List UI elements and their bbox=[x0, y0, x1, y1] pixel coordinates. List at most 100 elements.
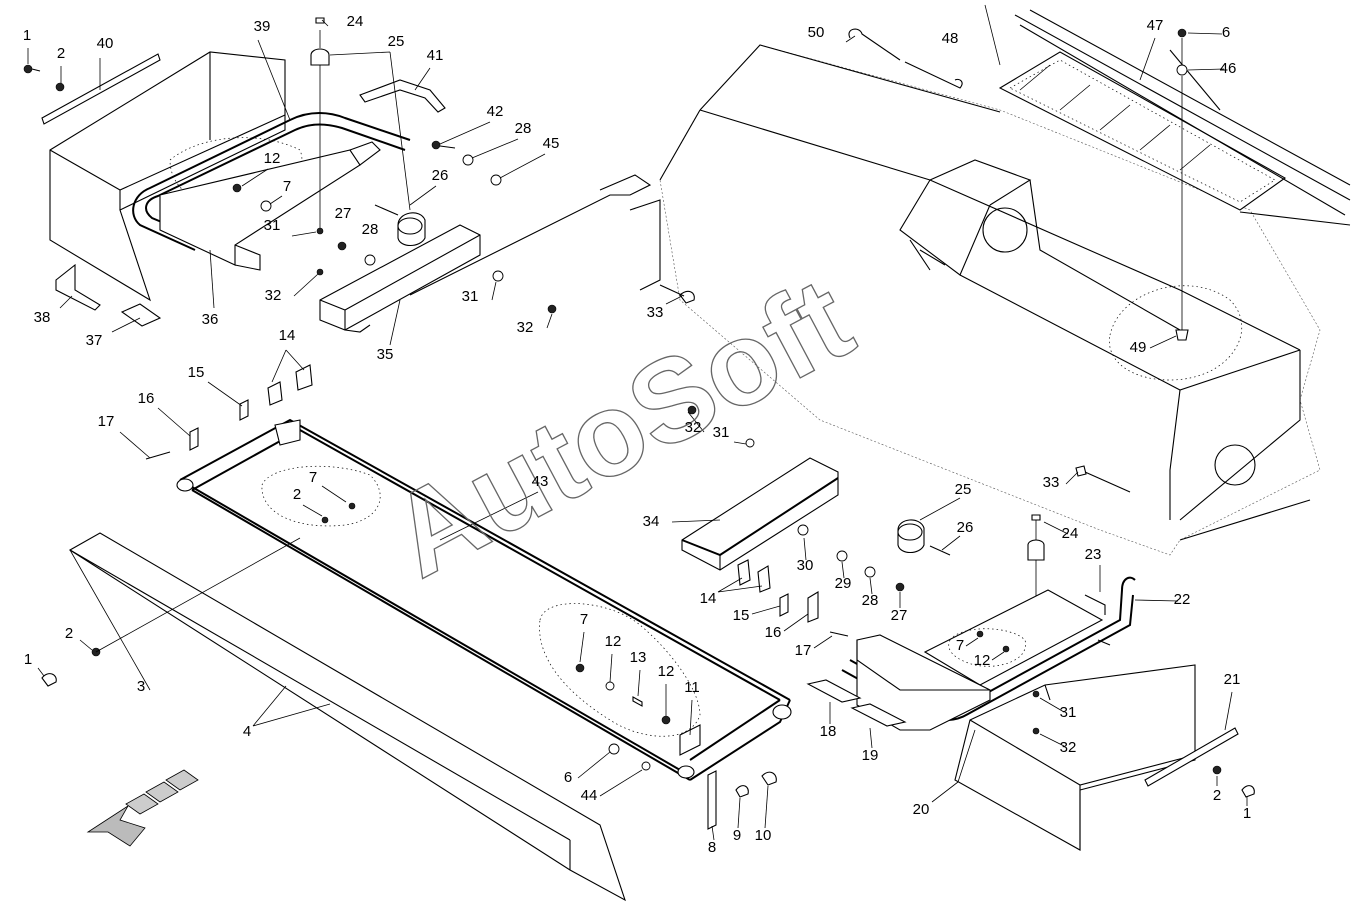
callout-c6b: 6 bbox=[564, 769, 572, 786]
callout-c42: 42 bbox=[487, 103, 504, 120]
callout-c39: 39 bbox=[254, 18, 271, 35]
callout-c14a: 14 bbox=[279, 327, 296, 344]
callout-c25a: 25 bbox=[388, 33, 405, 50]
hardware-right-lower bbox=[976, 630, 1255, 798]
callout-c47: 47 bbox=[1147, 17, 1164, 34]
callout-c28c: 28 bbox=[862, 592, 879, 609]
callout-c44: 44 bbox=[581, 787, 598, 804]
clamp-14-top bbox=[145, 364, 313, 460]
callout-c12c: 12 bbox=[605, 633, 622, 650]
callout-c27b: 27 bbox=[891, 607, 908, 624]
callout-c29: 29 bbox=[835, 575, 852, 592]
callout-c7b: 7 bbox=[309, 469, 317, 486]
callout-c30: 30 bbox=[797, 557, 814, 574]
callout-c38: 38 bbox=[34, 309, 51, 326]
screen-grille-48 bbox=[998, 9, 1351, 226]
bracket-35 bbox=[319, 224, 481, 333]
callout-c40: 40 bbox=[97, 35, 114, 52]
callout-c1b: 1 bbox=[24, 651, 32, 668]
tube-frame-right bbox=[841, 576, 1136, 731]
bracket-41 bbox=[359, 79, 446, 113]
bracket-19 bbox=[850, 703, 907, 727]
callout-c7d: 7 bbox=[580, 611, 588, 628]
callout-c41: 41 bbox=[427, 47, 444, 64]
callout-c35: 35 bbox=[377, 346, 394, 363]
callout-c27a: 27 bbox=[335, 205, 352, 222]
callout-c26b: 26 bbox=[957, 519, 974, 536]
callout-c16a: 16 bbox=[138, 390, 155, 407]
callout-c2c: 2 bbox=[65, 625, 73, 642]
callout-c10: 10 bbox=[755, 827, 772, 844]
hardware-top-right bbox=[1175, 28, 1189, 341]
watermark-text: AutoSoft bbox=[370, 253, 872, 603]
callout-c20: 20 bbox=[913, 801, 930, 818]
callout-c26a: 26 bbox=[432, 167, 449, 184]
callout-c16b: 16 bbox=[765, 624, 782, 641]
callout-c31b: 31 bbox=[462, 288, 479, 305]
callout-c33a: 33 bbox=[647, 304, 664, 321]
callout-c50: 50 bbox=[808, 24, 825, 41]
tube-frame-top-left bbox=[132, 112, 411, 271]
callout-c2a: 2 bbox=[57, 45, 65, 62]
callout-c28a: 28 bbox=[515, 120, 532, 137]
strip-21 bbox=[1144, 727, 1239, 787]
callout-c3: 3 bbox=[137, 678, 145, 695]
callout-c31a: 31 bbox=[264, 217, 281, 234]
frame-43 bbox=[176, 418, 792, 781]
callout-c32d: 32 bbox=[1060, 739, 1077, 756]
callout-c14b: 14 bbox=[700, 590, 717, 607]
callout-c36: 36 bbox=[202, 311, 219, 328]
bracket-38 bbox=[55, 263, 101, 311]
callout-c32b: 32 bbox=[517, 319, 534, 336]
machine-body bbox=[629, 44, 1321, 556]
callout-c1a: 1 bbox=[23, 27, 31, 44]
shield-plate-3 bbox=[68, 532, 626, 902]
callout-c19: 19 bbox=[862, 747, 879, 764]
callout-c7c: 7 bbox=[956, 637, 964, 654]
callout-c8: 8 bbox=[708, 839, 716, 856]
link-rod bbox=[409, 174, 652, 296]
callout-c25b: 25 bbox=[955, 481, 972, 498]
plate-right-lower bbox=[923, 589, 1111, 686]
hardware-left bbox=[41, 502, 356, 687]
callout-c43: 43 bbox=[532, 473, 549, 490]
callout-c34: 34 bbox=[643, 513, 660, 530]
callout-c46: 46 bbox=[1220, 60, 1237, 77]
adjuster-assembly bbox=[575, 663, 777, 830]
housing-20 bbox=[954, 664, 1196, 851]
bracket-34 bbox=[681, 457, 839, 593]
callout-c12b: 12 bbox=[974, 652, 991, 669]
leader-lines bbox=[27, 4, 1248, 841]
callout-c24b: 24 bbox=[1062, 525, 1079, 542]
mount-25-right bbox=[897, 514, 1045, 600]
callout-c13: 13 bbox=[630, 649, 647, 666]
callout-c9: 9 bbox=[733, 827, 741, 844]
callout-c33b: 33 bbox=[1043, 474, 1060, 491]
callout-c48: 48 bbox=[942, 30, 959, 47]
callout-c21: 21 bbox=[1224, 671, 1241, 688]
callout-c18: 18 bbox=[820, 723, 837, 740]
callout-c7a: 7 bbox=[283, 178, 291, 195]
callout-c11: 11 bbox=[684, 679, 700, 696]
callout-c22: 22 bbox=[1174, 591, 1191, 608]
bracket-18 bbox=[806, 679, 862, 703]
callout-c15a: 15 bbox=[188, 364, 205, 381]
callout-c4: 4 bbox=[243, 723, 251, 740]
rod-50 bbox=[848, 28, 963, 89]
callout-c1c: 1 bbox=[1243, 805, 1251, 822]
bracket-37 bbox=[120, 303, 162, 327]
callout-c31c: 31 bbox=[713, 424, 730, 441]
strip-40 bbox=[41, 53, 161, 125]
callout-c49: 49 bbox=[1130, 339, 1147, 356]
callout-c23: 23 bbox=[1085, 546, 1102, 563]
callout-c17a: 17 bbox=[98, 413, 115, 430]
callout-c6a: 6 bbox=[1222, 24, 1230, 41]
callout-c15b: 15 bbox=[733, 607, 750, 624]
callout-c45: 45 bbox=[543, 135, 560, 152]
callout-c28b: 28 bbox=[362, 221, 379, 238]
hardware-right-middle bbox=[687, 405, 1131, 637]
callout-c2d: 2 bbox=[1213, 787, 1221, 804]
callout-c31d: 31 bbox=[1060, 704, 1077, 721]
